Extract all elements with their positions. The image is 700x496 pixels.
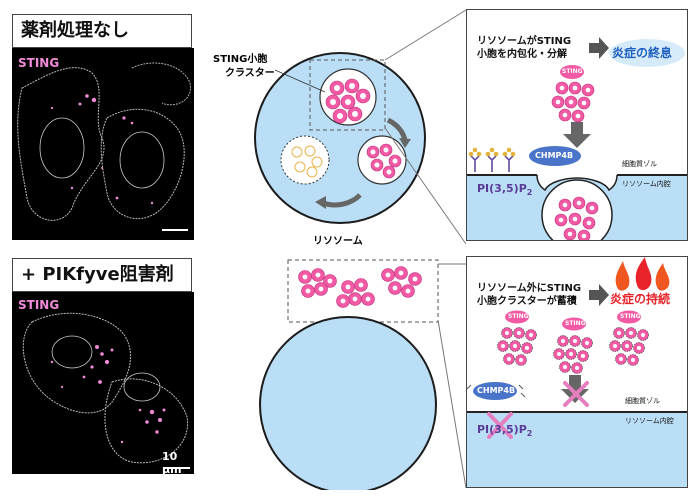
bottom-zoom-lines xyxy=(437,263,467,489)
bottom-detail-box: リソソーム外にSTING 小胞クラスターが蓄積 炎症の持続 STING STIN… xyxy=(466,256,688,488)
sting-puncta xyxy=(158,418,162,422)
outcome-ellipse xyxy=(609,39,685,67)
sting-puncta xyxy=(155,430,159,434)
right-arrow xyxy=(589,290,599,300)
sting-puncta xyxy=(120,440,124,444)
cycle-arrow xyxy=(322,193,362,208)
bottom-micrograph: STING 10 μm xyxy=(12,292,194,474)
flame-icon xyxy=(655,263,670,291)
flame-icon xyxy=(635,257,652,291)
bottom-channel-label: STING xyxy=(18,298,60,312)
top-box-text-1: リソソームがSTING xyxy=(477,36,572,47)
sting-puncta xyxy=(82,375,86,379)
zoom-box xyxy=(309,59,386,131)
chmp4b-shape xyxy=(473,382,517,400)
nucleus-outline xyxy=(123,372,161,402)
top-box-text-2: 小胞を内包化・分解 xyxy=(477,49,567,60)
top-lysosome-diagram: STING小胞 クラスター リソソーム xyxy=(213,52,426,247)
sting-puncta xyxy=(130,121,134,125)
right-arrow xyxy=(589,43,599,53)
cluster-label-line-2: クラスター xyxy=(225,67,275,79)
sting-puncta xyxy=(122,116,126,120)
cell-outline xyxy=(22,312,132,414)
nucleus-outline xyxy=(39,117,85,179)
sting-puncta xyxy=(60,385,64,389)
cell-outline xyxy=(131,62,191,106)
bottom-box-text-2: 小胞クラスターが蓄積 xyxy=(477,296,577,307)
sting-puncta xyxy=(50,106,54,110)
sting-puncta xyxy=(110,348,114,352)
sting-puncta xyxy=(95,345,99,349)
bottom-lumen-label: リソソーム内腔 xyxy=(625,417,674,425)
down-arrow xyxy=(571,122,583,134)
cell-outline xyxy=(100,108,185,220)
bottom-panel-title: + PIKfyve阻害剤 xyxy=(12,258,192,292)
sting-puncta xyxy=(104,359,110,365)
sting-puncta xyxy=(85,94,89,98)
bottom-sting-tag: STING xyxy=(508,313,529,320)
top-zoom-lines xyxy=(384,9,467,245)
bottom-lysosome-diagram xyxy=(259,259,439,490)
lysosome-label: リソソーム xyxy=(313,235,363,247)
sting-puncta xyxy=(50,360,54,364)
sting-puncta xyxy=(70,186,74,190)
cell-outline xyxy=(17,67,105,221)
scale-bar-label: 10 μm xyxy=(162,450,182,474)
down-arrow-head xyxy=(563,134,591,148)
top-chmp4b-label: CHMP4B xyxy=(535,151,574,160)
top-channel-label: STING xyxy=(18,56,60,70)
bottom-chmp4b-label: CHMP4B xyxy=(477,386,516,395)
cycle-arrow xyxy=(386,117,408,141)
bottom-sting-tag: STING xyxy=(620,313,641,320)
blocked-arrow xyxy=(569,375,581,389)
sting-puncta xyxy=(78,102,82,106)
top-detail-box: リソソームがSTING 小胞を内包化・分解 炎症の終息 STING CHMP4B… xyxy=(466,9,688,241)
bottom-sting-tag: STING xyxy=(565,320,586,327)
sting-puncta xyxy=(162,408,166,412)
top-cytosol-label: 細胞質ゾル xyxy=(622,160,657,168)
cross-mark xyxy=(563,381,589,407)
sting-puncta xyxy=(138,408,142,412)
cell-outline xyxy=(104,378,188,464)
top-pip-label: PI(3,5)P2 xyxy=(477,182,533,198)
cluster-label-line-1: STING小胞 xyxy=(213,52,267,65)
nucleus-outline xyxy=(119,131,165,189)
bottom-outcome: 炎症の持続 xyxy=(610,292,671,306)
engulfed-vesicle-body xyxy=(541,179,613,240)
sting-puncta xyxy=(101,167,103,169)
cycle-arrow-head xyxy=(315,196,326,209)
engulfed-vesicle xyxy=(536,174,618,192)
sting-puncta xyxy=(100,352,104,356)
top-outcome: 炎症の終息 xyxy=(612,46,673,60)
sting-puncta xyxy=(91,97,97,103)
sting-puncta xyxy=(150,201,154,205)
flame-icon xyxy=(615,261,630,291)
bottom-box-text-1: リソソーム外にSTING xyxy=(477,283,582,294)
right-arrow-head xyxy=(599,284,609,306)
top-sting-tag: STING xyxy=(562,68,583,75)
top-micrograph: STING xyxy=(12,48,194,240)
sting-puncta xyxy=(145,420,149,424)
cross-mark xyxy=(487,412,513,439)
sting-puncta xyxy=(90,365,94,369)
sting-puncta xyxy=(115,196,119,200)
cycle-arrow-head xyxy=(399,138,411,148)
bottom-cytosol-label: 細胞質ゾル xyxy=(625,397,660,405)
label-pointer xyxy=(274,69,326,93)
bottom-pip-label: PI(3,5)P2 xyxy=(477,423,533,439)
sting-puncta xyxy=(98,380,102,384)
lysosome xyxy=(259,316,437,490)
nucleus-outline xyxy=(51,335,93,369)
right-arrow-head xyxy=(599,37,609,59)
top-lumen-label: リソソーム内腔 xyxy=(622,180,671,188)
sting-puncta xyxy=(149,409,155,415)
chmp4b-shape xyxy=(529,146,581,166)
top-panel-title: 薬剤処理なし xyxy=(12,14,192,48)
